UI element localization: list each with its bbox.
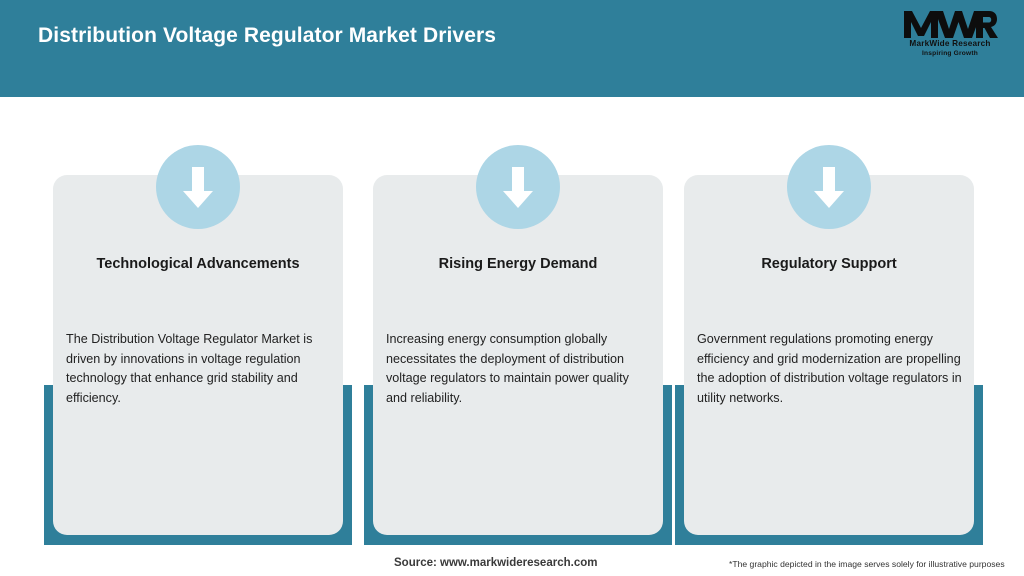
card-panel [684, 175, 974, 535]
page-title: Distribution Voltage Regulator Market Dr… [38, 24, 497, 47]
card-body-text: Increasing energy consumption globally n… [386, 332, 629, 405]
card-panel [53, 175, 343, 535]
card-panel [373, 175, 663, 535]
logo-tagline: Inspiring Growth [922, 50, 978, 57]
card-title: Technological Advancements [96, 256, 300, 272]
brand-logo: MarkWide Research Inspiring Growth [894, 8, 1006, 60]
driver-card-technological-advancements[interactable]: Technological Advancements The Distribut… [44, 145, 352, 545]
card-title: Regulatory Support [761, 256, 897, 272]
header-bar: Distribution Voltage Regulator Market Dr… [0, 0, 1024, 97]
footer-source: Source: www.markwideresearch.com [394, 557, 598, 569]
arrow-down-icon [156, 145, 240, 229]
arrow-down-glyph [814, 167, 844, 208]
footer-disclaimer: *The graphic depicted in the image serve… [729, 559, 1005, 569]
driver-card-rising-energy-demand[interactable]: Rising Energy Demand Increasing energy c… [364, 145, 672, 545]
arrow-down-icon [787, 145, 871, 229]
logo-company-name: MarkWide Research [909, 39, 991, 48]
card-body-text: Government regulations promoting energy … [697, 332, 962, 405]
arrow-down-glyph [183, 167, 213, 208]
arrow-down-glyph [503, 167, 533, 208]
card-body-text: The Distribution Voltage Regulator Marke… [66, 332, 313, 405]
card-title: Rising Energy Demand [438, 256, 598, 272]
arrow-down-icon [476, 145, 560, 229]
mwr-logo-icon [904, 11, 998, 38]
driver-card-regulatory-support[interactable]: Regulatory Support Government regulation… [675, 145, 983, 545]
